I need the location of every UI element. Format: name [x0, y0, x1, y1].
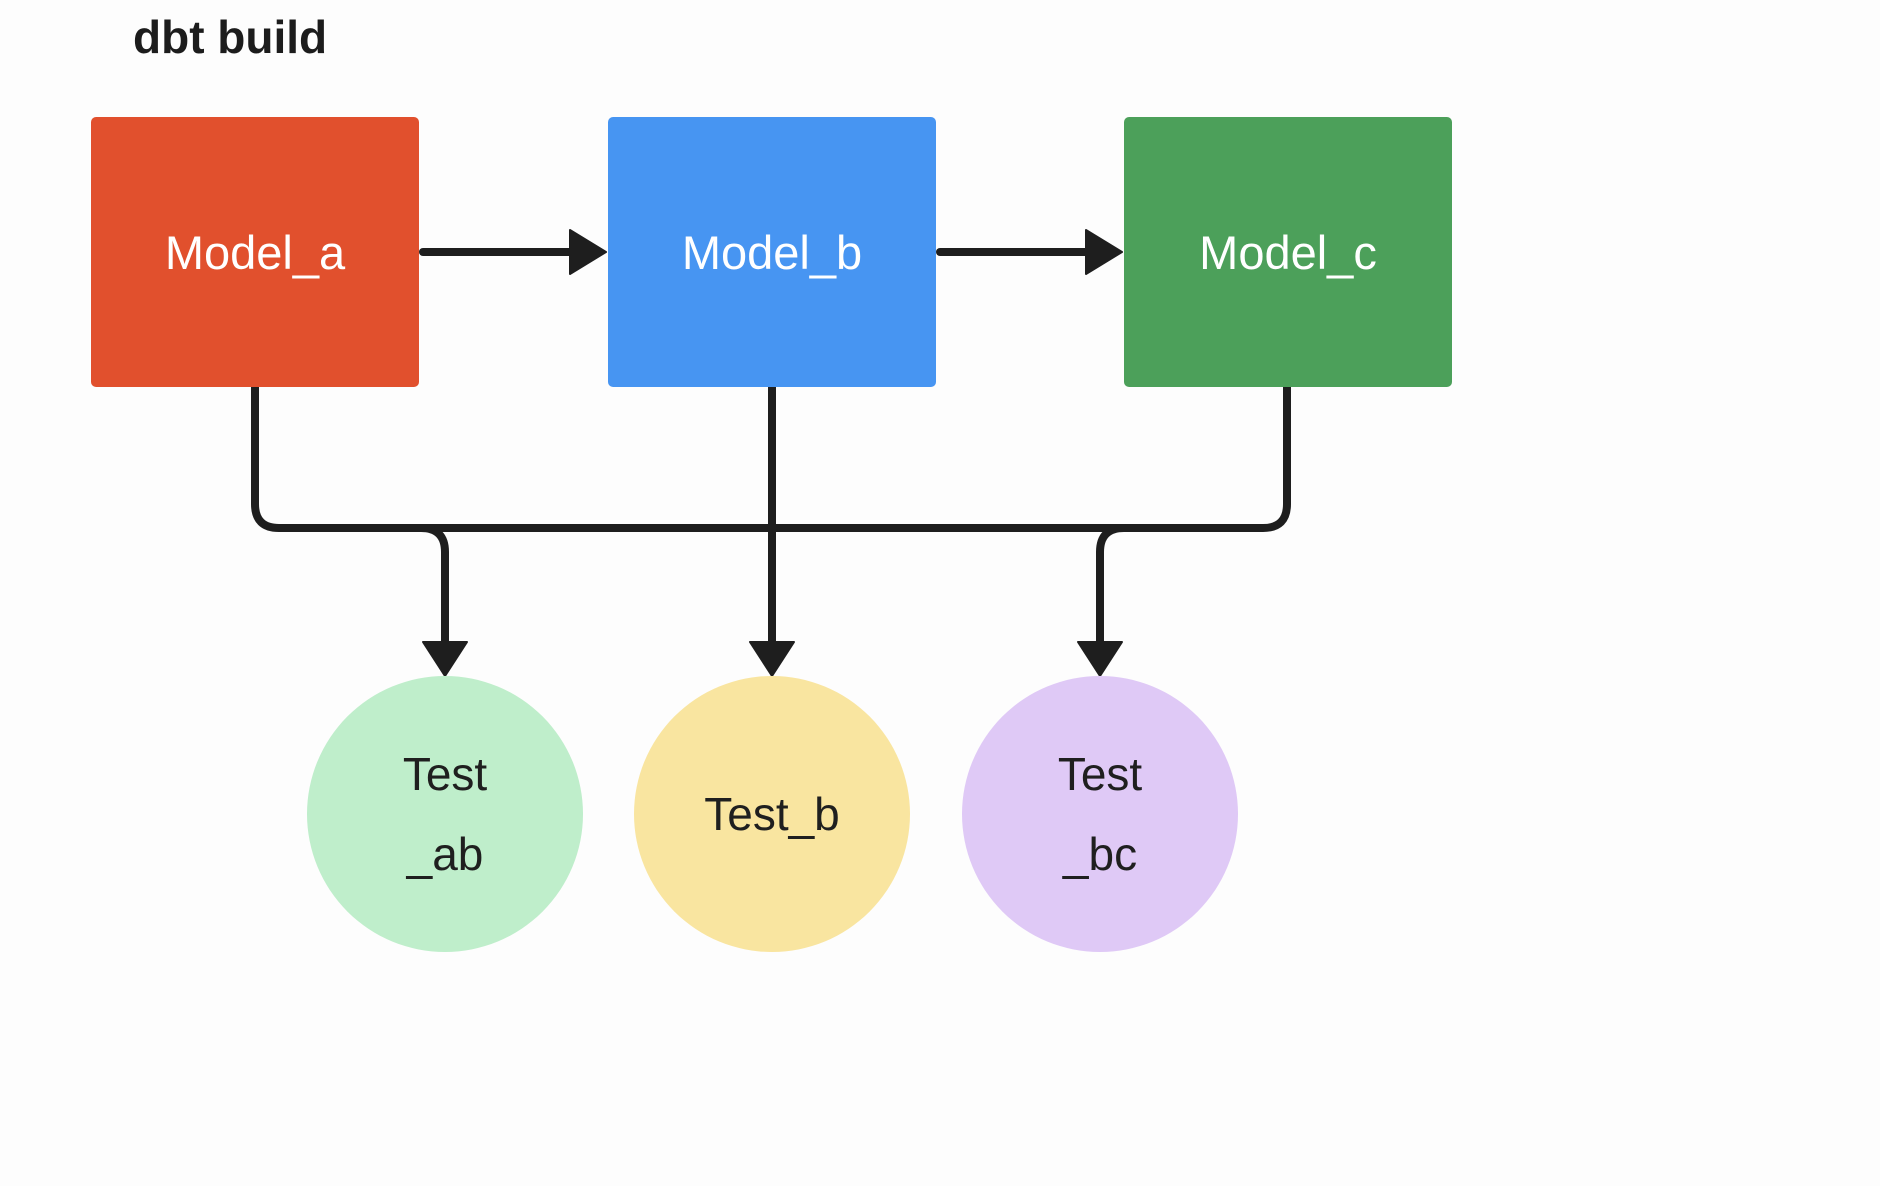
- node-test-ab-label-line2: _ab: [406, 828, 484, 880]
- node-test-b: Test_b: [634, 676, 910, 952]
- arrowhead-into-model-b-icon: [569, 229, 607, 275]
- node-test-bc: Test _bc: [962, 676, 1238, 952]
- diagram-title: dbt build: [133, 11, 328, 63]
- node-model-b-label: Model_b: [681, 225, 863, 279]
- arrowhead-into-test-b-icon: [749, 641, 795, 677]
- node-test-bc-label-line1: Test: [1057, 747, 1143, 800]
- node-test-bc-label-line2: _bc: [1062, 828, 1138, 880]
- arrowhead-into-model-c-icon: [1085, 229, 1123, 275]
- node-model-c: Model_c: [1124, 117, 1452, 387]
- node-test-ab-label-line1: Test: [402, 747, 488, 800]
- node-model-a-label: Model_a: [164, 225, 346, 279]
- edge-rail-models-to-tests: [251, 383, 1291, 532]
- edge-rail-to-test-bc: [1096, 524, 1128, 648]
- node-model-a: Model_a: [91, 117, 419, 387]
- node-test-b-label-line1: Test_b: [704, 787, 840, 840]
- node-model-c-label: Model_c: [1199, 225, 1377, 279]
- edge-rail-to-test-ab: [417, 524, 449, 648]
- node-test-ab: Test _ab: [307, 676, 583, 952]
- arrowhead-into-test-ab-icon: [422, 641, 468, 677]
- arrowhead-into-test-bc-icon: [1077, 641, 1123, 677]
- node-model-b: Model_b: [608, 117, 936, 387]
